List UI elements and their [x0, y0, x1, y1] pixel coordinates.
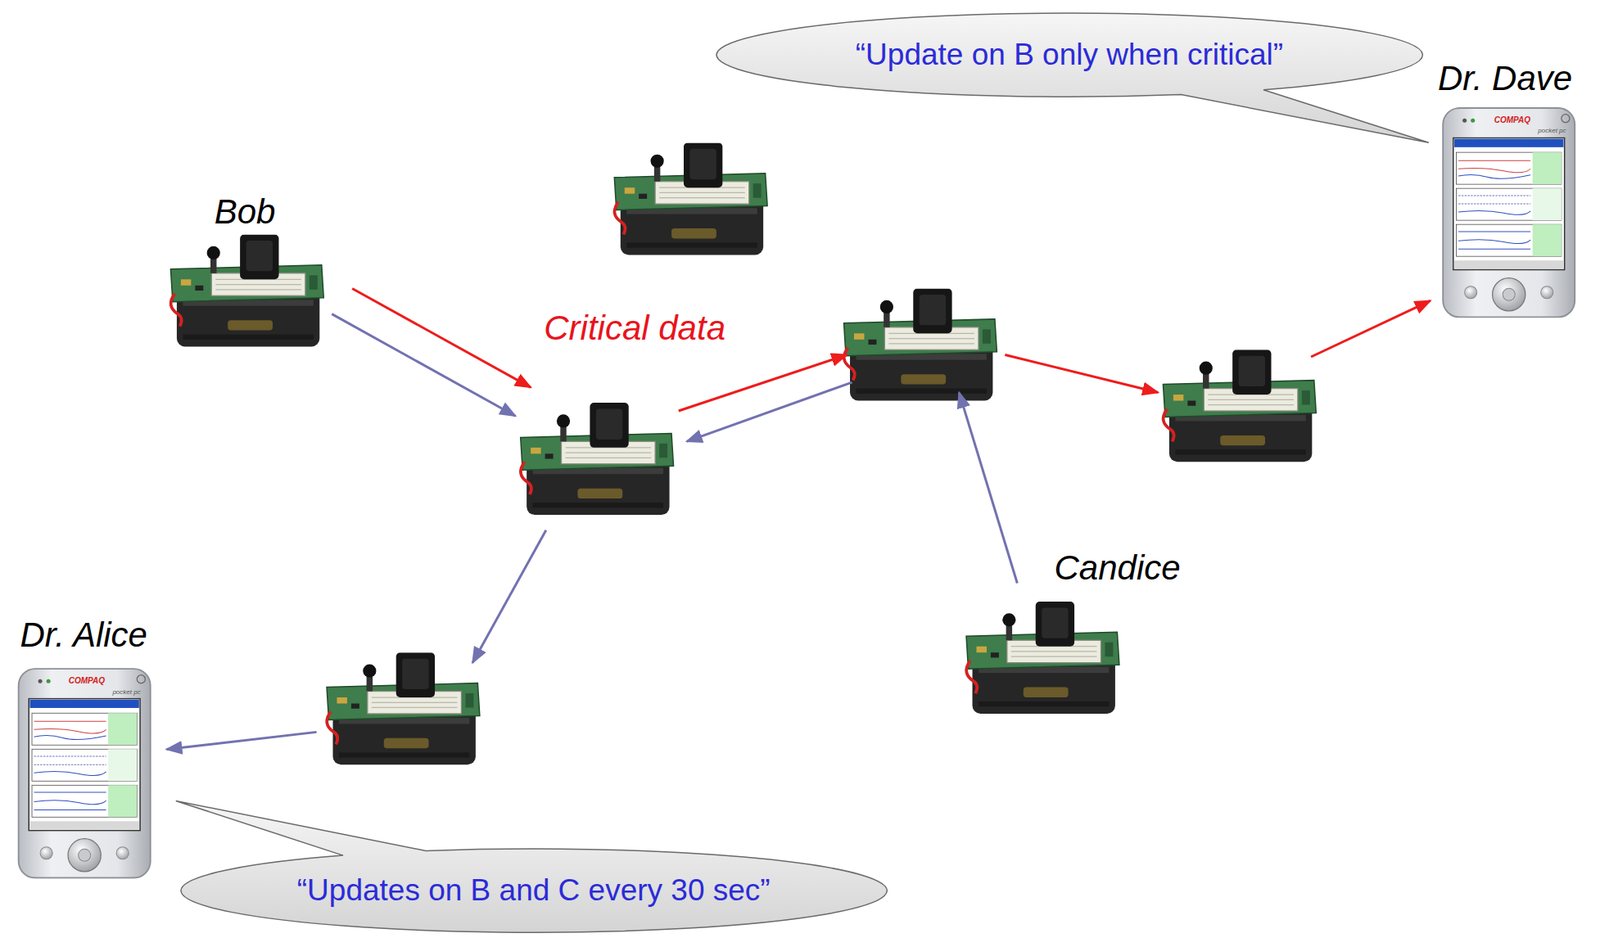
sensor-mote — [614, 142, 768, 255]
bubble-outline — [175, 800, 887, 933]
person-name: Bob — [214, 192, 276, 232]
model-text: pocket pc — [112, 689, 141, 697]
periodic-path — [166, 314, 1017, 751]
model-text: pocket pc — [1537, 127, 1566, 135]
model-text: pocket pc — [112, 689, 141, 697]
speech-bubble: “Update on B only when critical” — [716, 13, 1423, 97]
bubble-outline — [716, 13, 1429, 143]
sensor-mote — [844, 289, 998, 402]
brand-logo: COMPAQ — [68, 677, 105, 686]
blue-arrow — [331, 314, 516, 417]
callout-text: “Update on B only when critical” — [855, 37, 1284, 73]
flow-label: Critical data — [543, 308, 726, 349]
blue-arrow — [166, 732, 317, 750]
blue-arrow — [472, 530, 547, 664]
callout-text: “Updates on B and C every 30 sec” — [297, 873, 771, 909]
sensor-mote — [966, 601, 1120, 715]
red-arrow — [678, 354, 848, 412]
person-name: Dr. Alice — [19, 615, 148, 656]
pda-device — [18, 668, 151, 878]
critical-path — [352, 289, 1431, 412]
person-label: Bob — [214, 192, 276, 232]
red-arrow — [352, 289, 531, 389]
person-label: Dr. Alice — [19, 615, 148, 656]
model-text: pocket pc — [1537, 127, 1566, 135]
sensor-mote — [1162, 349, 1316, 462]
flow-label: Critical data — [543, 308, 726, 349]
person-label: Dr. Dave — [1437, 58, 1573, 99]
speech-bubble: “Updates on B and C every 30 sec” — [180, 849, 887, 933]
blue-arrow — [687, 382, 853, 442]
brand-logo: COMPAQ — [68, 677, 105, 686]
person-name: Candice — [1054, 548, 1181, 588]
sensor-mote — [326, 652, 480, 765]
brand-logo: COMPAQ — [1494, 116, 1531, 125]
red-arrow — [1310, 300, 1431, 358]
red-arrow — [1004, 354, 1158, 393]
sensor-mote — [170, 235, 324, 348]
person-label: Candice — [1054, 548, 1181, 588]
pda-device — [1442, 108, 1575, 317]
person-name: Dr. Dave — [1437, 58, 1573, 99]
sensor-mote — [520, 402, 674, 516]
blue-arrow — [958, 393, 1017, 584]
brand-logo: COMPAQ — [1494, 116, 1531, 125]
